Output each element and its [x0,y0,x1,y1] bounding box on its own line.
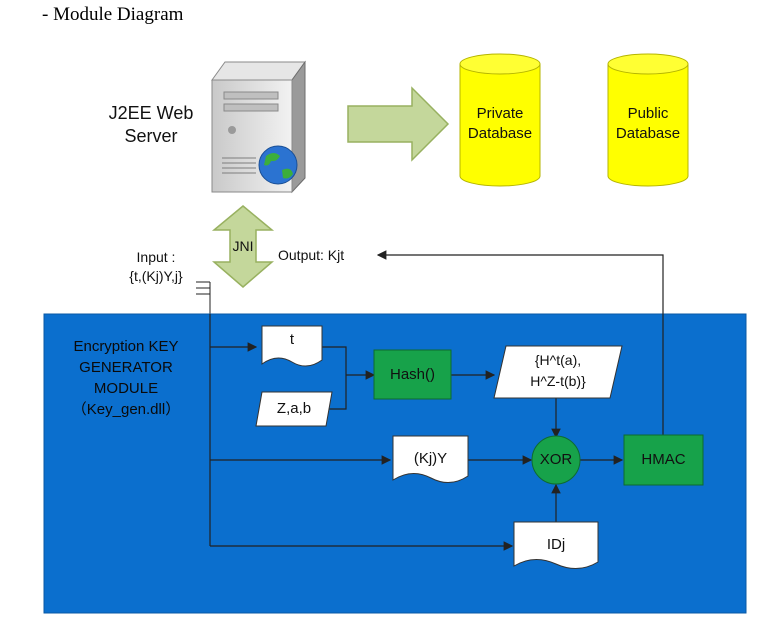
private-database-cylinder [459,53,541,187]
hvals-label: {H^t(a), H^Z-t(b)} [530,352,586,389]
zab-label: Z,a,b [276,400,312,417]
server-to-database-arrow [347,86,450,162]
idj-document-shape [513,521,599,569]
t-document-shape [261,325,323,367]
public-database-label: Public Database [615,105,681,142]
t-label: t [289,331,295,348]
jni-double-arrow [211,205,275,288]
input-connector [196,281,211,314]
module-title: Encryption KEY GENERATOR MODULE （Key_gen… [71,338,181,418]
output-label: Output: Kjt [278,247,345,263]
xor-label: XOR [539,451,573,468]
hvals-parallelogram [493,345,623,399]
zab-parallelogram [255,391,333,427]
input-label: Input : {t,(Kj)Y,j} [129,249,183,284]
hmac-label: HMAC [641,451,686,468]
hash-inputs [322,250,664,522]
kjy-label: (Kj)Y [413,450,448,467]
server-label: J2EE Web Server [108,103,194,146]
globe-icon [258,145,298,185]
hash-label: Hash() [389,366,435,383]
jni-label: JNI [232,238,254,254]
hmac-box [623,434,704,486]
hash-box [373,349,452,400]
public-database-cylinder [607,53,689,187]
xor-circle [531,435,581,485]
private-database-label: Private Database [467,105,533,142]
input-lines [209,314,514,551]
idj-label: IDj [546,536,566,553]
page-heading: - Module Diagram [42,4,184,25]
kjy-document-shape [392,435,469,483]
